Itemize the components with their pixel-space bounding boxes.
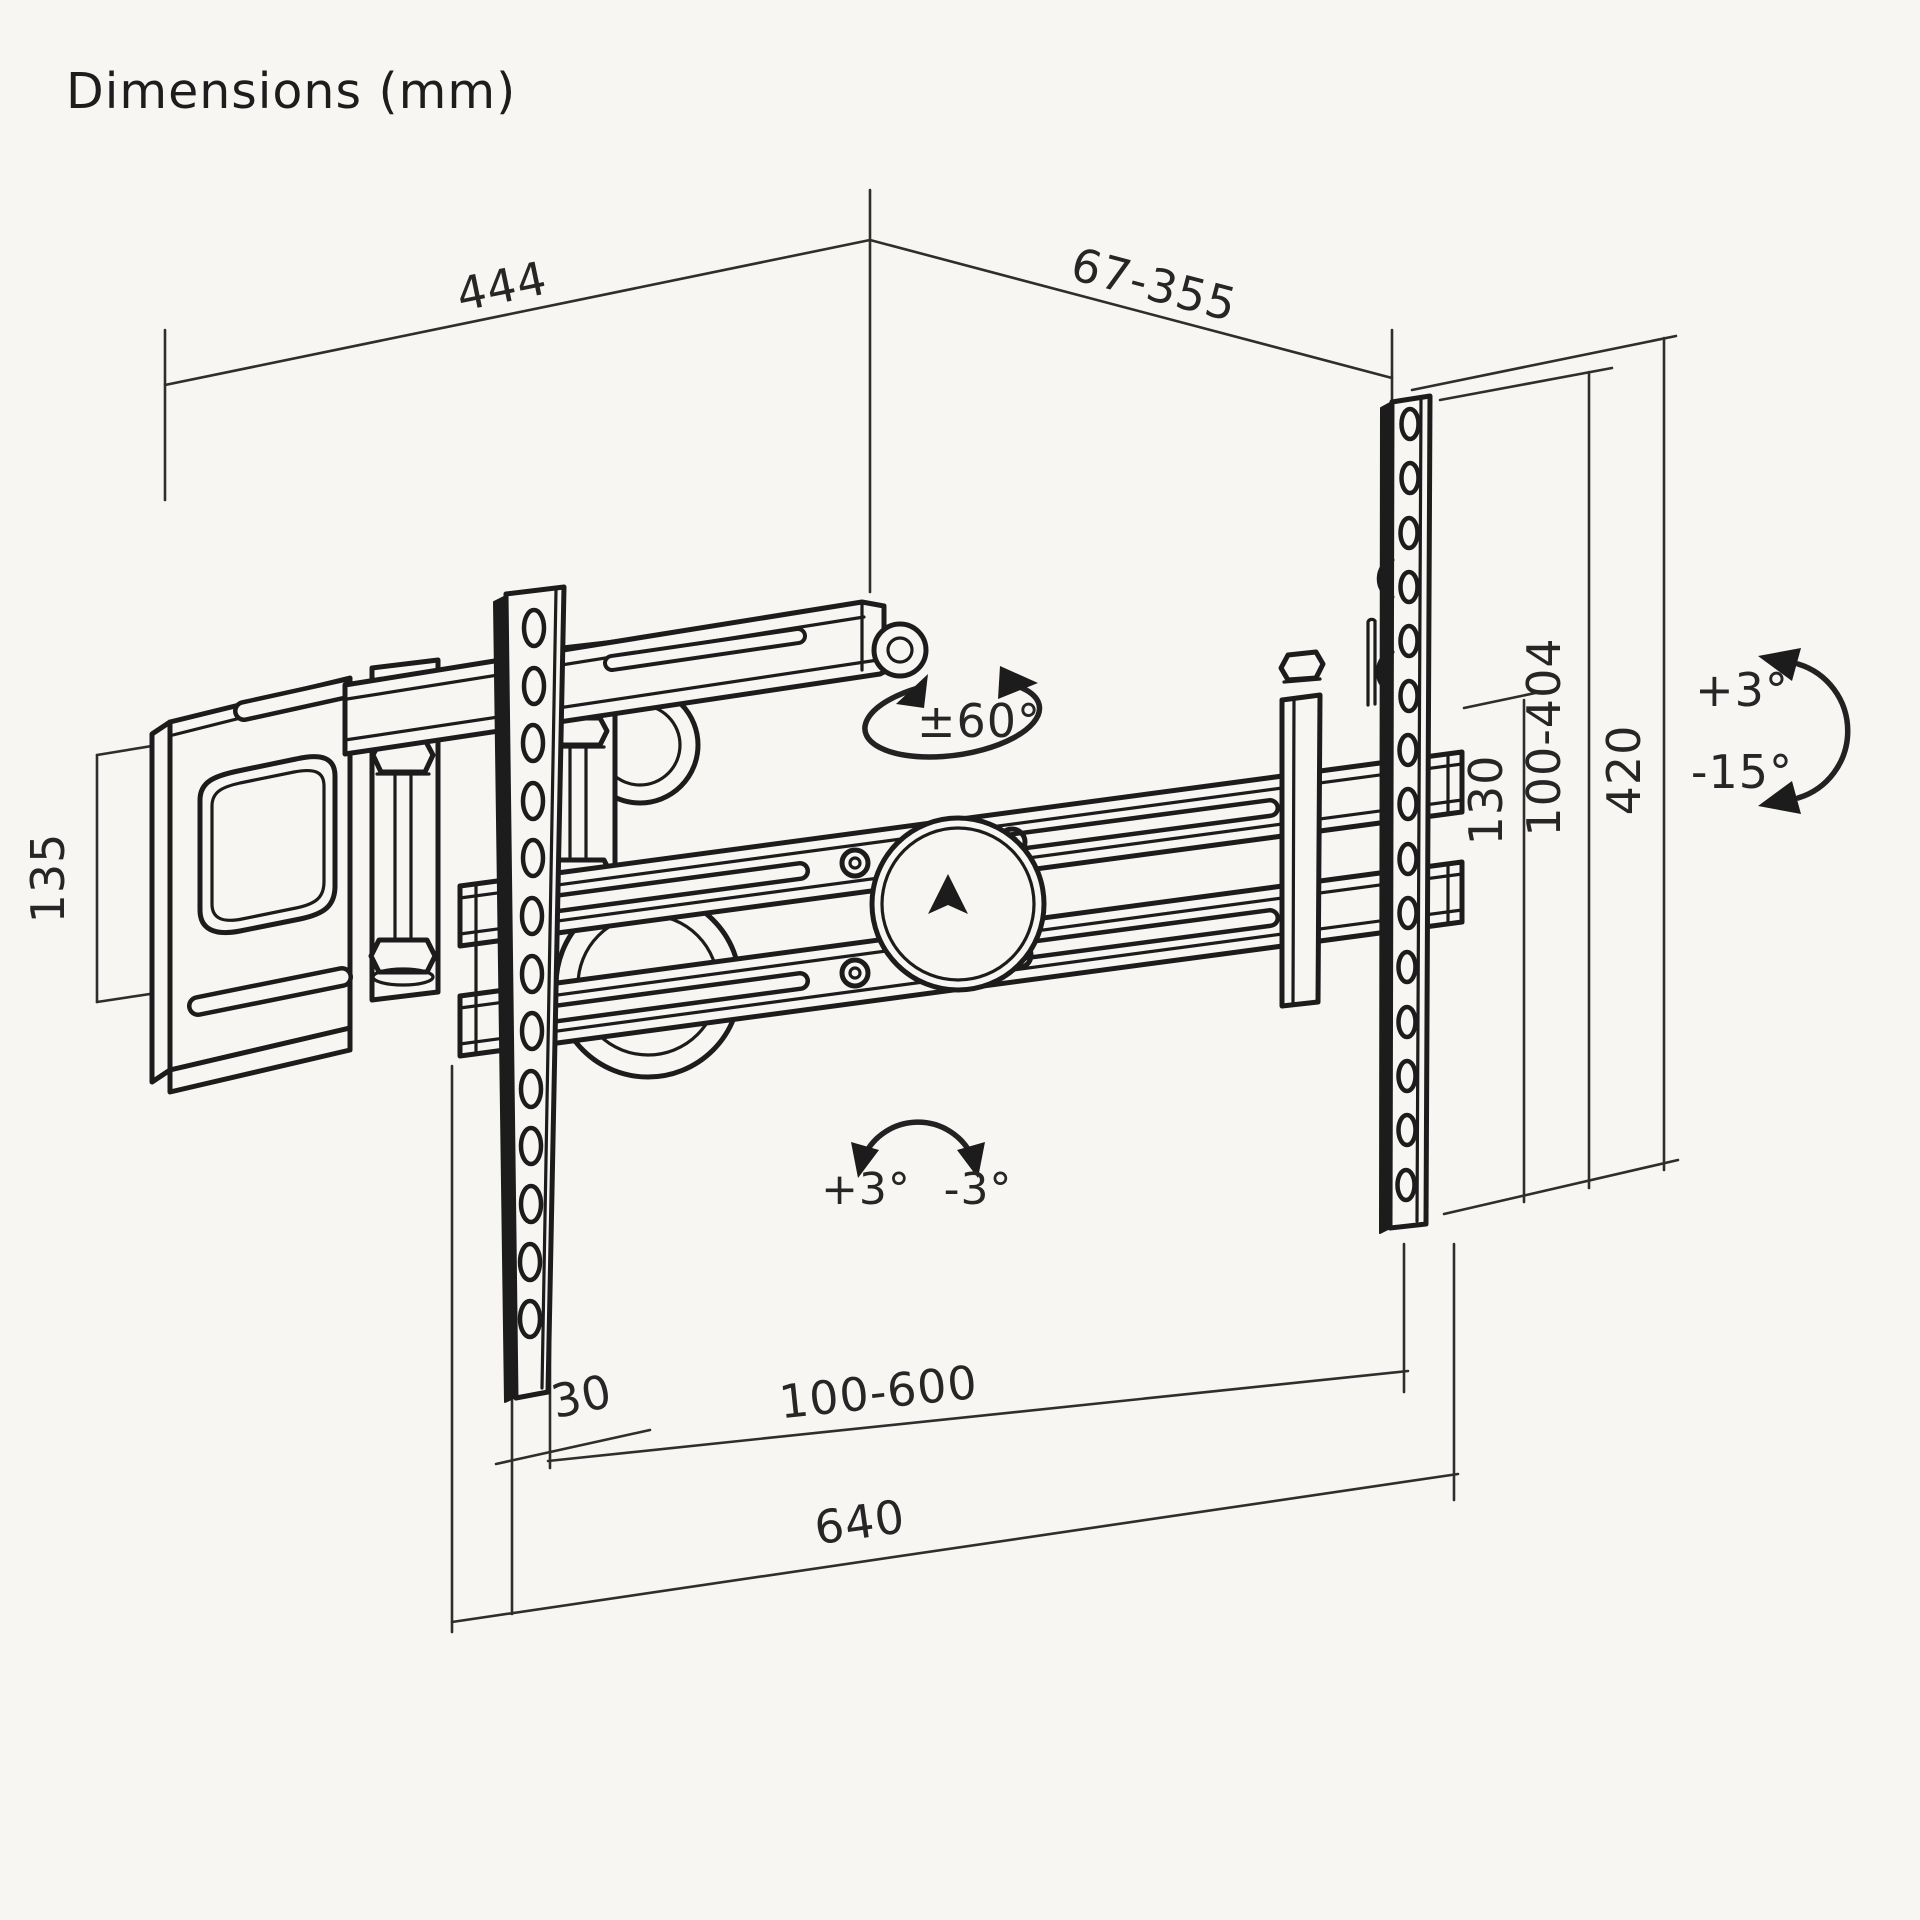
dim-label-level-minus: -3° — [944, 1164, 1013, 1215]
rail-hooks — [1375, 557, 1395, 693]
dim-bottom-lines — [450, 1064, 1460, 1634]
dim-444-lines — [163, 188, 872, 594]
arm-slider — [1278, 617, 1377, 1009]
page-title: Dimensions (mm) — [66, 63, 516, 120]
dim-right-stack-lines — [1410, 334, 1680, 1216]
up-arrow-marker — [928, 874, 968, 914]
locking-pin — [1366, 617, 1377, 707]
level-arrow — [851, 1119, 985, 1178]
dim-label-420: 420 — [1597, 725, 1651, 816]
wall-plate-flange — [167, 1025, 353, 1095]
vesa-rail-right — [1375, 393, 1433, 1234]
wall-plate-slots — [187, 678, 355, 1017]
dim-label-level-plus: +3° — [821, 1164, 911, 1215]
vesa-rail-right-holes — [1395, 406, 1421, 1203]
tilt-arrow — [1758, 648, 1851, 814]
dim-label-444: 444 — [452, 251, 552, 322]
wall-plate-side-edge — [149, 719, 173, 1085]
center-boss — [869, 815, 1047, 993]
dim-label-30: 30 — [546, 1364, 616, 1429]
bolt-nut-icon — [368, 937, 438, 975]
vesa-rail-left-holes — [517, 607, 547, 1340]
wall-plate — [149, 675, 355, 1095]
beam-swivel-joint — [871, 621, 929, 679]
hinge-bolt-a — [368, 737, 438, 987]
vesa-rail-left — [493, 584, 567, 1403]
dim-label-tilt-up: +3° — [1695, 663, 1789, 717]
bolt-head-icon — [1278, 649, 1326, 683]
dim-label-135: 135 — [21, 833, 75, 924]
swivel-arrow — [862, 666, 1043, 760]
dimension-lines — [95, 188, 1680, 1634]
bracket-slots — [535, 798, 1280, 1025]
cantilever-beam — [342, 599, 929, 757]
dim-label-67-355: 67-355 — [1066, 237, 1243, 332]
dim-label-100-404: 100-404 — [1517, 637, 1571, 836]
dim-label-640: 640 — [811, 1489, 908, 1555]
dim-label-tilt-down: -15° — [1691, 745, 1793, 799]
wall-plate-cutout — [197, 754, 338, 935]
dim-label-swivel: ±60° — [917, 694, 1041, 748]
dim-label-130: 130 — [1459, 755, 1513, 846]
